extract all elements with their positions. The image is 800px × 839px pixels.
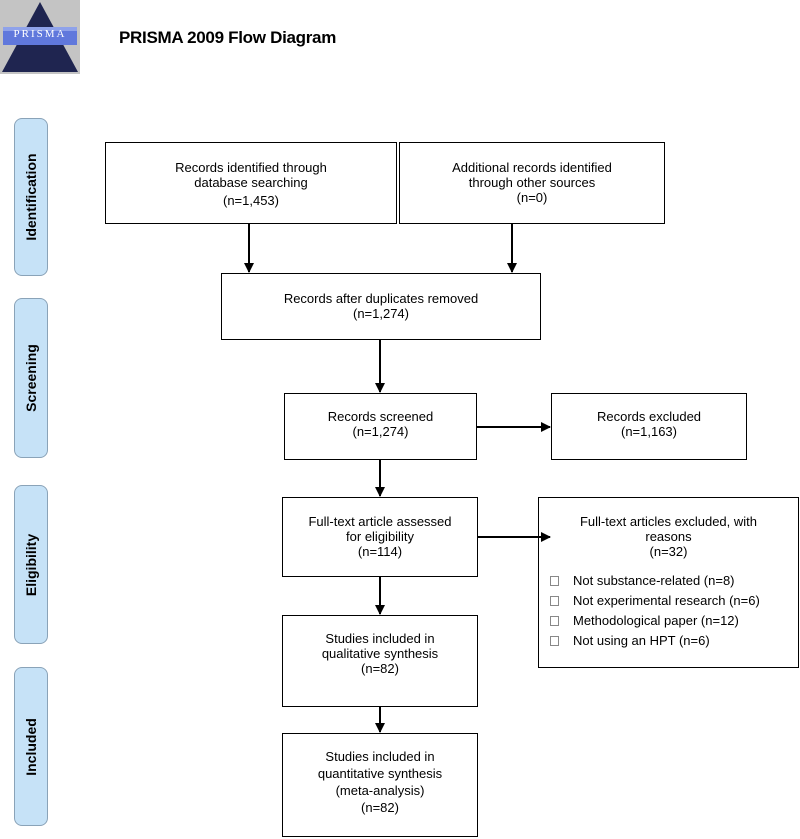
reason-text: Methodological paper (n=12) [573,613,739,628]
checkbox-icon [550,616,559,626]
box-qualitative-synthesis: Studies included in qualitative synthesi… [282,615,478,707]
reason-text: Not experimental research (n=6) [573,593,760,608]
list-item: Methodological paper (n=12) [550,611,760,631]
stage-eligibility-label: Eligibility [23,533,39,596]
stage-included-label: Included [23,717,39,776]
duplicates-count: (n=1,274) [352,306,409,321]
list-item: Not experimental research (n=6) [550,591,760,611]
excluded-count: (n=1,163) [620,424,677,439]
fulltext-line1: Full-text article assessed [308,514,452,529]
other-count: (n=0) [516,190,548,205]
checkbox-icon [550,596,559,606]
stage-identification: Identification [14,118,48,276]
list-item: Not substance-related (n=8) [550,571,760,591]
page-title: PRISMA 2009 Flow Diagram [119,28,337,47]
checkbox-icon [550,576,559,586]
box-fulltext-excluded: Full-text articles excluded, with reason… [538,497,799,668]
other-line2: through other sources [468,175,596,190]
database-line2: database searching [194,175,308,190]
qualitative-line1: Studies included in [325,631,435,646]
box-records-excluded: Records excluded (n=1,163) [551,393,747,460]
fulltext-count: (n=114) [357,544,403,559]
stage-eligibility: Eligibility [14,485,48,644]
exclusion-reasons-list: Not substance-related (n=8) Not experime… [550,571,760,651]
box-database-records: Records identified through database sear… [105,142,397,224]
screened-count: (n=1,274) [352,424,409,439]
other-line1: Additional records identified [452,160,612,175]
box-fulltext-assessed: Full-text article assessed for eligibili… [282,497,478,577]
stage-identification-label: Identification [23,153,39,241]
qualitative-count: (n=82) [361,661,399,676]
logo-text: PRISMA [13,28,67,40]
fulltext-line2: for eligibility [346,529,414,544]
stage-screening-label: Screening [23,344,39,412]
list-item: Not using an HPT (n=6) [550,631,760,651]
stage-screening: Screening [14,298,48,458]
quantitative-line2: quantitative synthesis [317,766,443,781]
database-line1: Records identified through [175,160,327,175]
box-other-sources: Additional records identified through ot… [399,142,665,224]
fulltext-excluded-count: (n=32) [649,544,688,559]
quantitative-line1: Studies included in [325,749,435,764]
reason-text: Not substance-related (n=8) [573,573,735,588]
box-records-screened: Records screened (n=1,274) [284,393,477,460]
quantitative-line3: (meta-analysis) [335,783,425,798]
box-quantitative-synthesis: Studies included in quantitative synthes… [282,733,478,837]
box-duplicates-removed: Records after duplicates removed (n=1,27… [221,273,541,340]
screened-line1: Records screened [327,409,434,424]
reason-text: Not using an HPT (n=6) [573,633,710,648]
excluded-line1: Records excluded [596,409,702,424]
quantitative-count: (n=82) [361,800,399,815]
fulltext-excluded-line1: Full-text articles excluded, with [579,514,757,529]
qualitative-line2: qualitative synthesis [321,646,439,661]
database-count: (n=1,453) [222,193,279,208]
fulltext-excluded-line2: reasons [645,529,692,544]
stage-included: Included [14,667,48,826]
prisma-logo: PRISMA [0,0,80,74]
duplicates-line1: Records after duplicates removed [283,291,479,306]
checkbox-icon [550,636,559,646]
